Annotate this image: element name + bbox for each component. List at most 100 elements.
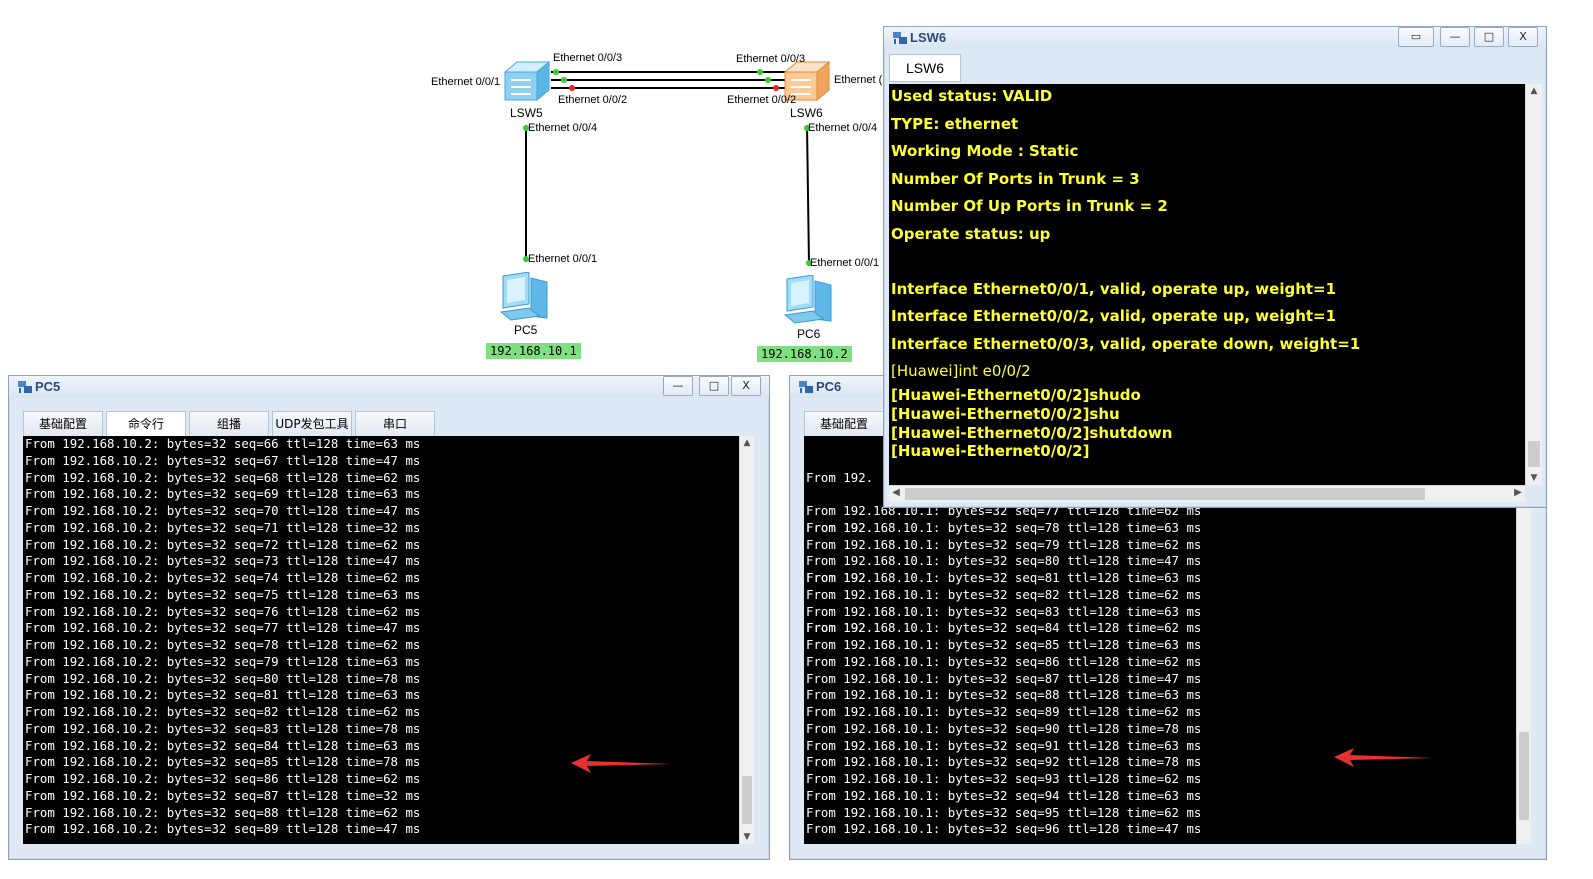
terminal-line: From 192.168.10.1: bytes=32 seq=89 ttl=1… xyxy=(806,704,1202,719)
port-status-dot xyxy=(765,77,771,83)
terminal-line: From 192.168.10.2: bytes=32 seq=89 ttl=1… xyxy=(25,821,421,837)
link-lsw6-pc6 xyxy=(806,124,810,265)
terminal-line: From 192.168.10.1: bytes=32 seq=83 ttl=1… xyxy=(806,603,1202,619)
terminal-line: Working Mode : Static xyxy=(891,142,1079,160)
tab-command-line[interactable]: 命令行 xyxy=(106,411,186,437)
red-arrow-icon xyxy=(1334,748,1434,767)
device-name-lsw6: LSW6 xyxy=(790,106,823,120)
pc5-title: PC5 xyxy=(35,379,61,394)
maximize-button[interactable]: □ xyxy=(1474,27,1504,47)
terminal-line: From 192.168.10.2: bytes=32 seq=77 ttl=1… xyxy=(25,620,421,636)
pc5-titlebar[interactable]: PC5 — □ X xyxy=(9,376,769,398)
scroll-right-icon[interactable]: ▶ xyxy=(1514,487,1522,498)
scroll-up-icon[interactable]: ▲ xyxy=(1530,86,1538,96)
terminal-line: From 192.168.10.1: bytes=32 seq=95 ttl=1… xyxy=(806,804,1202,820)
pc5-output: From 192.168.10.2: bytes=32 seq=66 ttl=1… xyxy=(25,436,420,838)
tab-basic-config[interactable]: 基础配置 xyxy=(804,411,884,437)
terminal-line: Number Of Ports in Trunk = 3 xyxy=(891,170,1140,188)
terminal-line: TYPE: ethernet xyxy=(891,115,1019,133)
tab-serial[interactable]: 串口 xyxy=(355,411,435,437)
terminal-line: From 192.168.10.1: bytes=32 seq=94 ttl=1… xyxy=(806,787,1202,803)
terminal-line: From 192.168.10.1: bytes=32 seq=84 ttl=1… xyxy=(806,620,1202,636)
terminal-line: Interface Ethernet0/0/1, valid, operate … xyxy=(891,280,1337,298)
maximize-button[interactable]: □ xyxy=(699,376,729,396)
port-label: Ethernet ( xyxy=(834,74,883,86)
terminal-line: Interface Ethernet0/0/3, valid, operate … xyxy=(891,335,1361,353)
terminal-line: From 192.168.10.1: bytes=32 seq=93 ttl=1… xyxy=(806,771,1202,786)
terminal-line: From 192.168.10.2: bytes=32 seq=72 ttl=1… xyxy=(25,536,421,552)
terminal-line: Used status: VALID xyxy=(891,87,1053,105)
lsw6-hscroll[interactable]: ◀ ▶ xyxy=(889,485,1525,502)
port-label: Ethernet 0/0/4 xyxy=(808,122,878,134)
port-label: Ethernet 0/0/4 xyxy=(528,122,598,134)
switch-icon[interactable] xyxy=(503,60,551,102)
terminal-line: [Huawei-Ethernet0/0/2]shudo xyxy=(891,386,1141,404)
pc6-partial-line: From 192. xyxy=(806,620,874,636)
ip-tag-pc6: 192.168.10.2 xyxy=(757,346,852,362)
tab-basic-config[interactable]: 基础配置 xyxy=(23,411,103,437)
pc6-hidden-lines: From 192. From 192. From 192. From 192. xyxy=(806,436,873,671)
port-status-dot xyxy=(561,77,567,83)
ensp-window-icon xyxy=(893,32,907,44)
terminal-line: [Huawei-Ethernet0/0/2] xyxy=(891,442,1090,460)
lsw6-vscroll[interactable]: ▲ ▼ xyxy=(1525,84,1542,485)
terminal-line: From 192.168.10.2: bytes=32 seq=78 ttl=1… xyxy=(25,637,421,652)
minimize-button[interactable]: — xyxy=(1440,27,1470,47)
terminal-line: From 192.168.10.2: bytes=32 seq=74 ttl=1… xyxy=(25,570,421,585)
minimize-button[interactable]: — xyxy=(663,376,693,396)
ip-tag-pc5: 192.168.10.1 xyxy=(486,343,581,359)
lsw6-titlebar[interactable]: LSW6 ▭ — □ X xyxy=(884,27,1546,49)
terminal-line: From 192.168.10.1: bytes=32 seq=79 ttl=1… xyxy=(806,536,1202,552)
terminal-line: From 192.168.10.1: bytes=32 seq=81 ttl=1… xyxy=(806,570,1202,585)
scroll-down-icon[interactable]: ▼ xyxy=(743,832,751,842)
terminal-line: From 192.168.10.1: bytes=32 seq=85 ttl=1… xyxy=(806,637,1202,652)
pc-icon[interactable] xyxy=(783,275,837,325)
terminal-line: From 192.168.10.1: bytes=32 seq=96 ttl=1… xyxy=(806,821,1202,837)
scroll-down-icon[interactable]: ▼ xyxy=(1530,473,1538,483)
pc5-window: PC5 — □ X 基础配置 命令行 组播 UDP发包工具 串口 From 19… xyxy=(8,375,770,860)
close-button[interactable]: X xyxy=(1508,27,1538,47)
scroll-thumb[interactable] xyxy=(742,776,752,824)
terminal-line: From 192.168.10.1: bytes=32 seq=92 ttl=1… xyxy=(806,754,1202,770)
scroll-left-icon[interactable]: ◀ xyxy=(892,487,900,498)
terminal-line: [Huawei-Ethernet0/0/2]shu xyxy=(891,405,1120,423)
scroll-up-icon[interactable]: ▲ xyxy=(743,438,751,448)
port-status-dot xyxy=(523,256,529,262)
terminal-line: From 192.168.10.2: bytes=32 seq=86 ttl=1… xyxy=(25,771,421,786)
terminal-line: Interface Ethernet0/0/2, valid, operate … xyxy=(891,307,1337,325)
terminal-line: From 192.168.10.2: bytes=32 seq=88 ttl=1… xyxy=(25,804,421,820)
terminal-line: From 192.168.10.2: bytes=32 seq=70 ttl=1… xyxy=(25,503,421,518)
terminal-line: From 192.168.10.2: bytes=32 seq=87 ttl=1… xyxy=(25,787,421,803)
pc5-vscroll[interactable]: ▲ ▼ xyxy=(739,436,754,844)
scroll-thumb[interactable] xyxy=(905,488,1425,500)
terminal-line: From 192.168.10.1: bytes=32 seq=87 ttl=1… xyxy=(806,670,1202,686)
tab-udp-tool[interactable]: UDP发包工具 xyxy=(272,411,352,437)
terminal-line: From 192.168.10.2: bytes=32 seq=83 ttl=1… xyxy=(25,720,421,736)
terminal-line: Operate status: up xyxy=(891,225,1051,243)
tab-lsw6[interactable]: LSW6 xyxy=(889,54,961,82)
terminal-line: [Huawei-Ethernet0/0/2]shutdown xyxy=(891,424,1173,442)
port-status-dot xyxy=(523,125,529,131)
close-button[interactable]: X xyxy=(731,376,761,396)
pc6-partial-line: From 192. xyxy=(806,469,874,485)
terminal-line: From 192.168.10.2: bytes=32 seq=71 ttl=1… xyxy=(25,519,421,535)
tab-multicast[interactable]: 组播 xyxy=(189,411,269,437)
scroll-thumb[interactable] xyxy=(1519,732,1529,820)
port-label: Ethernet 0/0/3 xyxy=(553,52,623,64)
port-label: Ethernet 0/0/2 xyxy=(558,94,628,106)
device-name-pc5: PC5 xyxy=(514,323,538,337)
port-label: Ethernet 0/0/1 xyxy=(810,257,880,269)
scroll-thumb[interactable] xyxy=(1528,441,1540,467)
pc-icon[interactable] xyxy=(499,272,553,322)
terminal-line: From 192.168.10.2: bytes=32 seq=82 ttl=1… xyxy=(25,704,421,719)
switch-icon[interactable] xyxy=(783,60,831,102)
restore-button[interactable]: ▭ xyxy=(1398,27,1434,47)
terminal-line: From 192.168.10.1: bytes=32 seq=88 ttl=1… xyxy=(806,687,1202,703)
terminal-line: From 192.168.10.1: bytes=32 seq=90 ttl=1… xyxy=(806,720,1202,736)
terminal-line: From 192.168.10.1: bytes=32 seq=78 ttl=1… xyxy=(806,519,1202,535)
terminal-line: From 192.168.10.2: bytes=32 seq=85 ttl=1… xyxy=(25,754,421,770)
pc6-vscroll[interactable] xyxy=(1516,506,1531,844)
pc5-terminal[interactable]: From 192.168.10.2: bytes=32 seq=66 ttl=1… xyxy=(23,436,739,844)
